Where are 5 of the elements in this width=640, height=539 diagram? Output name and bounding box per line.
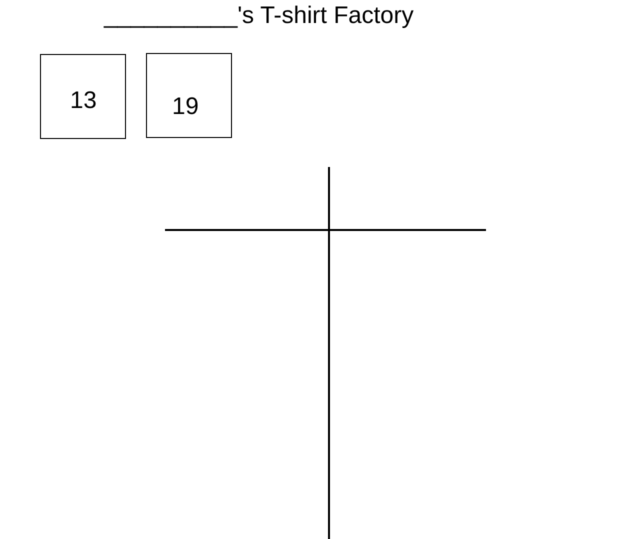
title: __________'s T-shirt Factory	[104, 1, 414, 31]
number-text: 19	[172, 93, 199, 121]
number-card	[146, 53, 232, 138]
number-text: 13	[70, 87, 97, 115]
number-card	[40, 54, 126, 139]
